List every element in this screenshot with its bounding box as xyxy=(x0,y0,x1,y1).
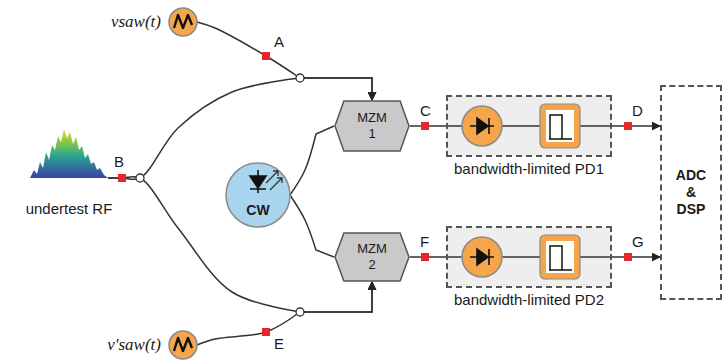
node-text: undertest RF xyxy=(26,200,113,218)
probe-point xyxy=(262,328,270,336)
photodetector-group: bandwidth-limited PD2 xyxy=(446,226,612,288)
coupler xyxy=(296,308,304,316)
processing-box: ADC & DSP xyxy=(660,85,722,300)
coupler xyxy=(136,174,144,182)
node-text: v'saw(t) xyxy=(107,335,161,355)
point-label: F xyxy=(420,234,429,250)
node-text: bandwidth-limited PD2 xyxy=(454,291,604,309)
pd-wire xyxy=(446,125,462,127)
modulator-box: MZM 2 xyxy=(334,232,410,282)
lowpass-filter-symbol xyxy=(540,235,580,279)
filter-window xyxy=(546,241,574,273)
pd-wire xyxy=(446,256,462,258)
point-label: A xyxy=(274,34,284,50)
filter-response xyxy=(549,246,572,270)
signal-line xyxy=(290,195,334,257)
text-holder: bandwidth-limited PD2 xyxy=(378,291,680,309)
laser-source xyxy=(226,163,290,227)
modulator-outline xyxy=(335,101,409,151)
probe-point xyxy=(624,122,632,130)
pd-wire xyxy=(580,125,611,127)
sawtooth-generator xyxy=(169,331,197,359)
rf-signal: undertest RF xyxy=(30,128,108,178)
probe-point xyxy=(421,122,429,130)
node-text: ADC & DSP xyxy=(673,167,709,217)
sawtooth-symbol xyxy=(174,338,192,351)
emission-arrow xyxy=(266,171,282,190)
point-label: D xyxy=(632,103,643,119)
filter-response xyxy=(549,115,572,139)
signal-line xyxy=(290,126,334,195)
point-label: B xyxy=(114,154,124,170)
laser-diode-symbol xyxy=(250,170,266,193)
diode-symbol xyxy=(470,118,494,134)
probe-point xyxy=(421,253,429,261)
lowpass-filter-symbol xyxy=(540,104,580,148)
sawtooth-symbol xyxy=(174,15,192,28)
pd-ground xyxy=(447,227,611,287)
node-text: MZM 2 xyxy=(354,241,390,272)
pd-ground xyxy=(447,96,611,156)
pd-wire xyxy=(502,125,540,127)
point-label: E xyxy=(274,336,284,352)
photodiode-symbol xyxy=(462,106,502,146)
text-holder: undertest RF xyxy=(0,200,178,218)
photodetector-group: bandwidth-limited PD1 xyxy=(446,95,612,157)
node-text: bandwidth-limited PD1 xyxy=(454,160,604,178)
text-holder: vsaw(t) xyxy=(111,8,161,36)
text-holder: v'saw(t) xyxy=(107,331,161,359)
pd-wire xyxy=(502,256,540,258)
filter-window xyxy=(546,110,574,142)
laser-source: CW xyxy=(226,163,290,227)
text-holder: CW xyxy=(226,200,290,220)
pd-wire xyxy=(580,256,611,258)
text-holder: MZM 2 xyxy=(334,232,410,282)
signal-line xyxy=(612,256,660,258)
signal-line xyxy=(197,282,372,345)
signal-line xyxy=(612,125,660,127)
text-holder: ADC & DSP xyxy=(662,87,720,298)
probe-point xyxy=(118,174,126,182)
signal-line xyxy=(108,78,372,179)
point-label: C xyxy=(420,103,431,119)
rf-spectrum xyxy=(30,129,108,178)
node-text: MZM 1 xyxy=(354,110,390,141)
sawtooth-source: v'saw(t) xyxy=(169,331,197,359)
text-holder: bandwidth-limited PD1 xyxy=(378,160,680,178)
diode-symbol xyxy=(470,249,494,265)
signal-line xyxy=(197,22,372,100)
text-holder: MZM 1 xyxy=(334,100,410,152)
sawtooth-generator xyxy=(169,8,197,36)
point-label: G xyxy=(632,234,644,250)
sawtooth-source: vsaw(t) xyxy=(169,8,197,36)
modulator-outline xyxy=(335,233,409,281)
photodiode-symbol xyxy=(462,237,502,277)
coupler xyxy=(296,74,304,82)
modulator-box: MZM 1 xyxy=(334,100,410,152)
node-text: vsaw(t) xyxy=(111,12,161,32)
node-text: CW xyxy=(246,202,269,219)
probe-point xyxy=(262,52,270,60)
probe-point xyxy=(624,253,632,261)
